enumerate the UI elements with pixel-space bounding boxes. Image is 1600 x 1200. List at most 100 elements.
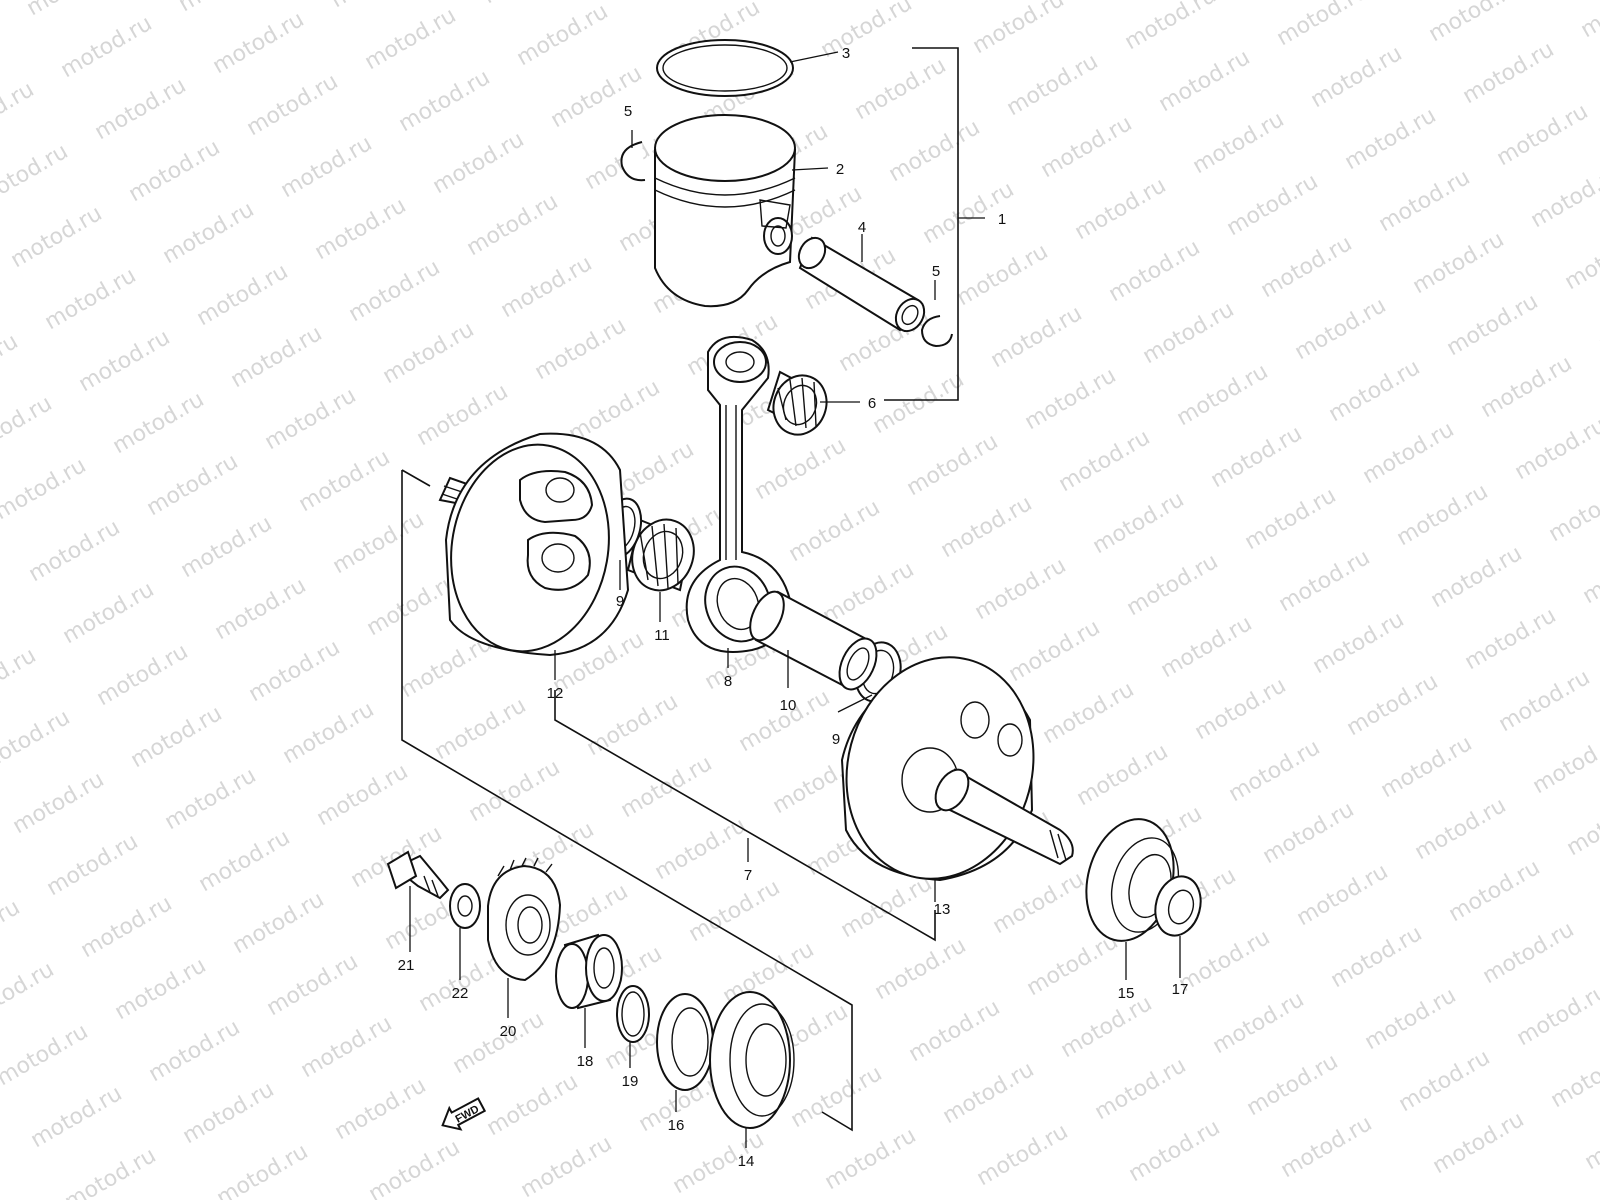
- watermark-text: motod.ru: [1309, 607, 1409, 679]
- watermark-text: motod.ru: [229, 887, 329, 959]
- watermark-text: motod.ru: [1493, 99, 1593, 171]
- watermark-text: motod.ru: [297, 1011, 397, 1083]
- watermark-text: motod.ru: [785, 495, 885, 567]
- callout-8: 8: [724, 673, 732, 690]
- watermark-text: motod.ru: [1209, 987, 1309, 1059]
- watermark-text: motod.ru: [1359, 417, 1459, 489]
- watermark-text: motod.ru: [1445, 855, 1545, 927]
- callout-20: 20: [500, 1023, 517, 1040]
- callout-9-left: 9: [616, 593, 624, 610]
- bracket-7: [554, 690, 936, 942]
- watermark-text: motod.ru: [1327, 921, 1427, 993]
- watermark-text: motod.ru: [449, 1007, 549, 1079]
- watermark-text: motod.ru: [331, 1073, 431, 1145]
- watermark-text: motod.ru: [479, 0, 579, 9]
- piston-ring: [656, 39, 794, 97]
- oil-seal-right: [1154, 875, 1202, 937]
- watermark-text: motod.ru: [0, 957, 58, 1029]
- watermark-text: motod.ru: [43, 829, 143, 901]
- watermark-text: motod.ru: [903, 429, 1003, 501]
- watermark-text: motod.ru: [1125, 1115, 1225, 1187]
- crank-pin: [749, 590, 878, 691]
- watermark-text: motod.ru: [209, 7, 309, 79]
- watermark-text: motod.ru: [1123, 549, 1223, 621]
- watermark-text: motod.ru: [1055, 425, 1155, 497]
- watermark-text: motod.ru: [27, 1081, 127, 1153]
- watermark-text: motod.ru: [1259, 797, 1359, 869]
- watermark-text: motod.ru: [1037, 111, 1137, 183]
- watermark-text: motod.ru: [463, 189, 563, 261]
- watermark-text: motod.ru: [7, 201, 107, 273]
- callout-11: 11: [654, 627, 670, 644]
- watermark-text: motod.ru: [109, 387, 209, 459]
- fwd-label: FWD: [453, 1103, 481, 1125]
- watermark-text: motod.ru: [1547, 1041, 1600, 1113]
- watermark-text: motod.ru: [1325, 355, 1425, 427]
- watermark-text: motod.ru: [531, 313, 631, 385]
- main-bearing-left: [709, 991, 795, 1129]
- watermark-text: motod.ru: [1091, 1053, 1191, 1125]
- watermark-text: motod.ru: [1443, 289, 1543, 361]
- watermark-text: motod.ru: [77, 891, 177, 963]
- watermark-text: motod.ru: [1341, 103, 1441, 175]
- watermark-text: motod.ru: [41, 263, 141, 335]
- watermark-text: motod.ru: [211, 573, 311, 645]
- watermark-text: motod.ru: [969, 0, 1069, 59]
- watermark-text: motod.ru: [987, 301, 1087, 373]
- watermark-text: motod.ru: [395, 65, 495, 137]
- callout-13: 13: [934, 901, 951, 918]
- watermark-text: motod.ru: [1241, 483, 1341, 555]
- watermark-text: motod.ru: [1429, 1107, 1529, 1179]
- watermark-text: motod.ru: [851, 53, 951, 125]
- small-end-bearing: [766, 370, 828, 436]
- watermark-text: motod.ru: [0, 643, 40, 715]
- watermark-text: motod.ru: [245, 635, 345, 707]
- watermark-text: motod.ru: [61, 1143, 161, 1200]
- watermark-text: motod.ru: [1039, 677, 1139, 749]
- watermark-text: motod.ru: [1361, 983, 1461, 1055]
- callout-12: 12: [547, 685, 564, 702]
- watermark-text: motod.ru: [513, 0, 613, 71]
- watermark-text: motod.ru: [885, 115, 985, 187]
- oil-seal-left: [656, 993, 714, 1091]
- callout-7: 7: [744, 867, 752, 884]
- watermark-text: motod.ru: [1275, 545, 1375, 617]
- watermark-text: motod.ru: [429, 127, 529, 199]
- watermark-text: motod.ru: [1139, 297, 1239, 369]
- watermark-text: motod.ru: [1155, 45, 1255, 117]
- crank-half-left: [438, 432, 630, 657]
- callout-22: 22: [452, 985, 469, 1002]
- watermark-text: motod.ru: [905, 995, 1005, 1067]
- watermark-text: motod.ru: [1477, 351, 1577, 423]
- watermark-text: motod.ru: [213, 1139, 313, 1200]
- bracket-crank-assembly: [401, 470, 853, 1132]
- watermark-text: motod.ru: [989, 867, 1089, 939]
- watermark-text: motod.ru: [953, 239, 1053, 311]
- watermark-text: motod.ru: [1291, 293, 1391, 365]
- callout-1: 1: [998, 211, 1006, 228]
- watermark-text: motod.ru: [75, 325, 175, 397]
- watermark-text: motod.ru: [631, 0, 731, 5]
- watermark-text: motod.ru: [1393, 479, 1493, 551]
- watermark-text: motod.ru: [329, 507, 429, 579]
- watermark-text: motod.ru: [0, 895, 24, 967]
- watermark-text: motod.ru: [1021, 363, 1121, 435]
- watermark-text: motod.ru: [311, 193, 411, 265]
- watermark-text: motod.ru: [1375, 165, 1475, 237]
- big-end-bearing: [626, 518, 695, 592]
- watermark-text: motod.ru: [1425, 0, 1525, 47]
- callout-4: 4: [858, 219, 866, 236]
- crank-bolt: [386, 850, 450, 900]
- watermark-text: motod.ru: [1377, 731, 1477, 803]
- watermark-text: motod.ru: [91, 73, 191, 145]
- watermark-text: motod.ru: [1003, 49, 1103, 121]
- watermark-text: motod.ru: [465, 755, 565, 827]
- watermark-text: motod.ru: [1173, 359, 1273, 431]
- watermark-text: motod.ru: [59, 577, 159, 649]
- watermark-text: motod.ru: [1293, 859, 1393, 931]
- watermark-text: motod.ru: [1579, 537, 1600, 609]
- callout-2: 2: [836, 161, 844, 178]
- watermark-text: motod.ru: [263, 949, 363, 1021]
- watermark-text: motod.ru: [379, 317, 479, 389]
